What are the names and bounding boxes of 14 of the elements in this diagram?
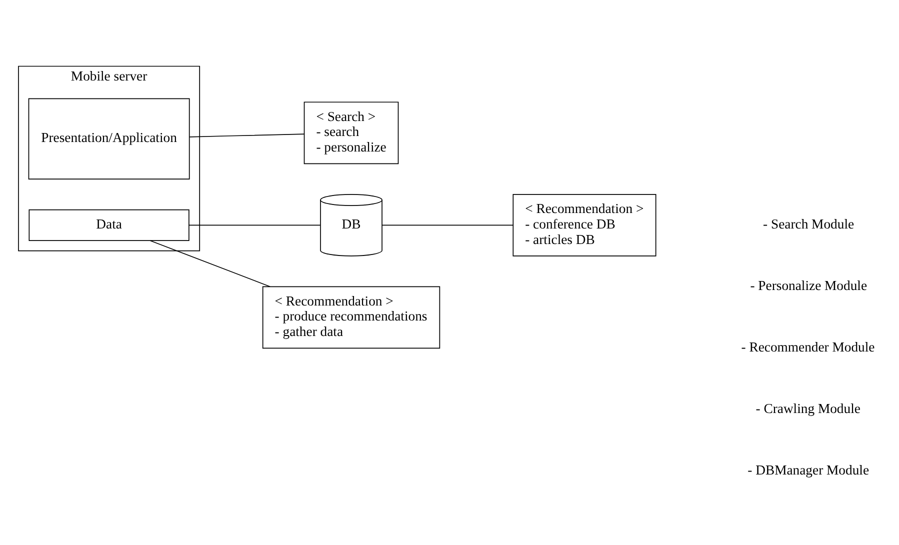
connector: [188, 224, 321, 226]
label: - Crawling Module: [756, 400, 860, 416]
node-box: < Search > - search - personalize: [304, 101, 399, 164]
connector: [382, 224, 514, 226]
node-box: Presentation/Application: [28, 98, 190, 179]
label: - Search Module: [763, 216, 854, 231]
node-box: Data: [28, 208, 190, 240]
connector: [150, 240, 270, 287]
label: - Recommender Module: [741, 338, 875, 354]
connector: [189, 133, 305, 137]
label: - Personalize Module: [750, 277, 868, 292]
label: - DBManager Module: [748, 462, 870, 477]
node-box: < Recommendation > - conference DB - articles DB: [512, 193, 656, 256]
node-box: < Recommendation > - produce recommendations - gather data: [262, 286, 440, 348]
